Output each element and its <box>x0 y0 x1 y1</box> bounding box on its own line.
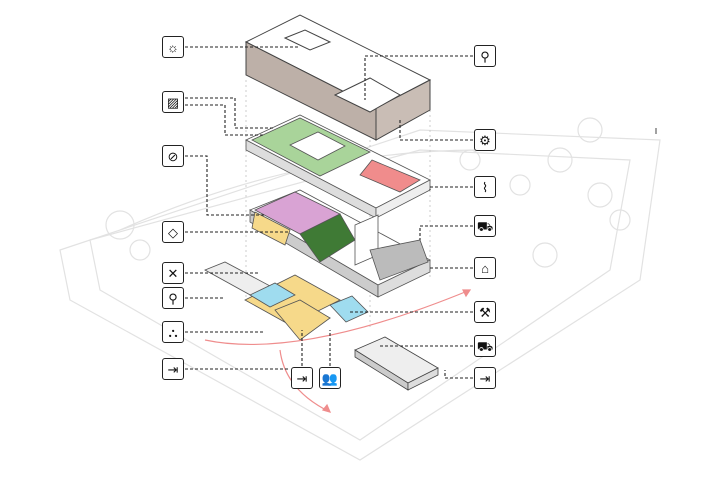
middle-floor <box>249 189 431 298</box>
location-pin-icon[interactable]: ⚲ <box>474 45 496 67</box>
hammer-icon[interactable]: ⚒ <box>474 301 496 323</box>
site-plan <box>59 117 661 461</box>
forklift-icon[interactable]: ⛟ <box>474 215 496 237</box>
hanger-icon[interactable]: ⌂ <box>474 257 496 279</box>
exit-icon[interactable]: ⇥ <box>162 358 184 380</box>
annex-block <box>354 336 439 391</box>
roof-block <box>244 14 432 141</box>
no-sun-icon[interactable]: ⊘ <box>162 145 184 167</box>
upper-floor <box>245 114 431 219</box>
cutlery-icon[interactable]: ✕ <box>162 262 184 284</box>
organization-icon[interactable]: ⛬ <box>162 321 184 343</box>
gears-icon[interactable]: ⚙ <box>474 129 496 151</box>
bicycle-icon[interactable]: ⚲ <box>162 287 184 309</box>
truck-icon[interactable]: ⛟ <box>474 335 496 357</box>
leader-lines <box>185 46 473 379</box>
sun-icon[interactable]: ☼ <box>162 36 184 58</box>
paperclip-icon[interactable]: ⌇ <box>474 176 496 198</box>
exit-icon[interactable]: ⇥ <box>474 367 496 389</box>
ground-floor <box>204 261 369 341</box>
image-icon[interactable]: ▨ <box>162 91 184 113</box>
exit-icon[interactable]: ⇥ <box>291 367 313 389</box>
ticket-icon[interactable]: ◇ <box>162 221 184 243</box>
people-icon[interactable]: 👥 <box>319 367 341 389</box>
